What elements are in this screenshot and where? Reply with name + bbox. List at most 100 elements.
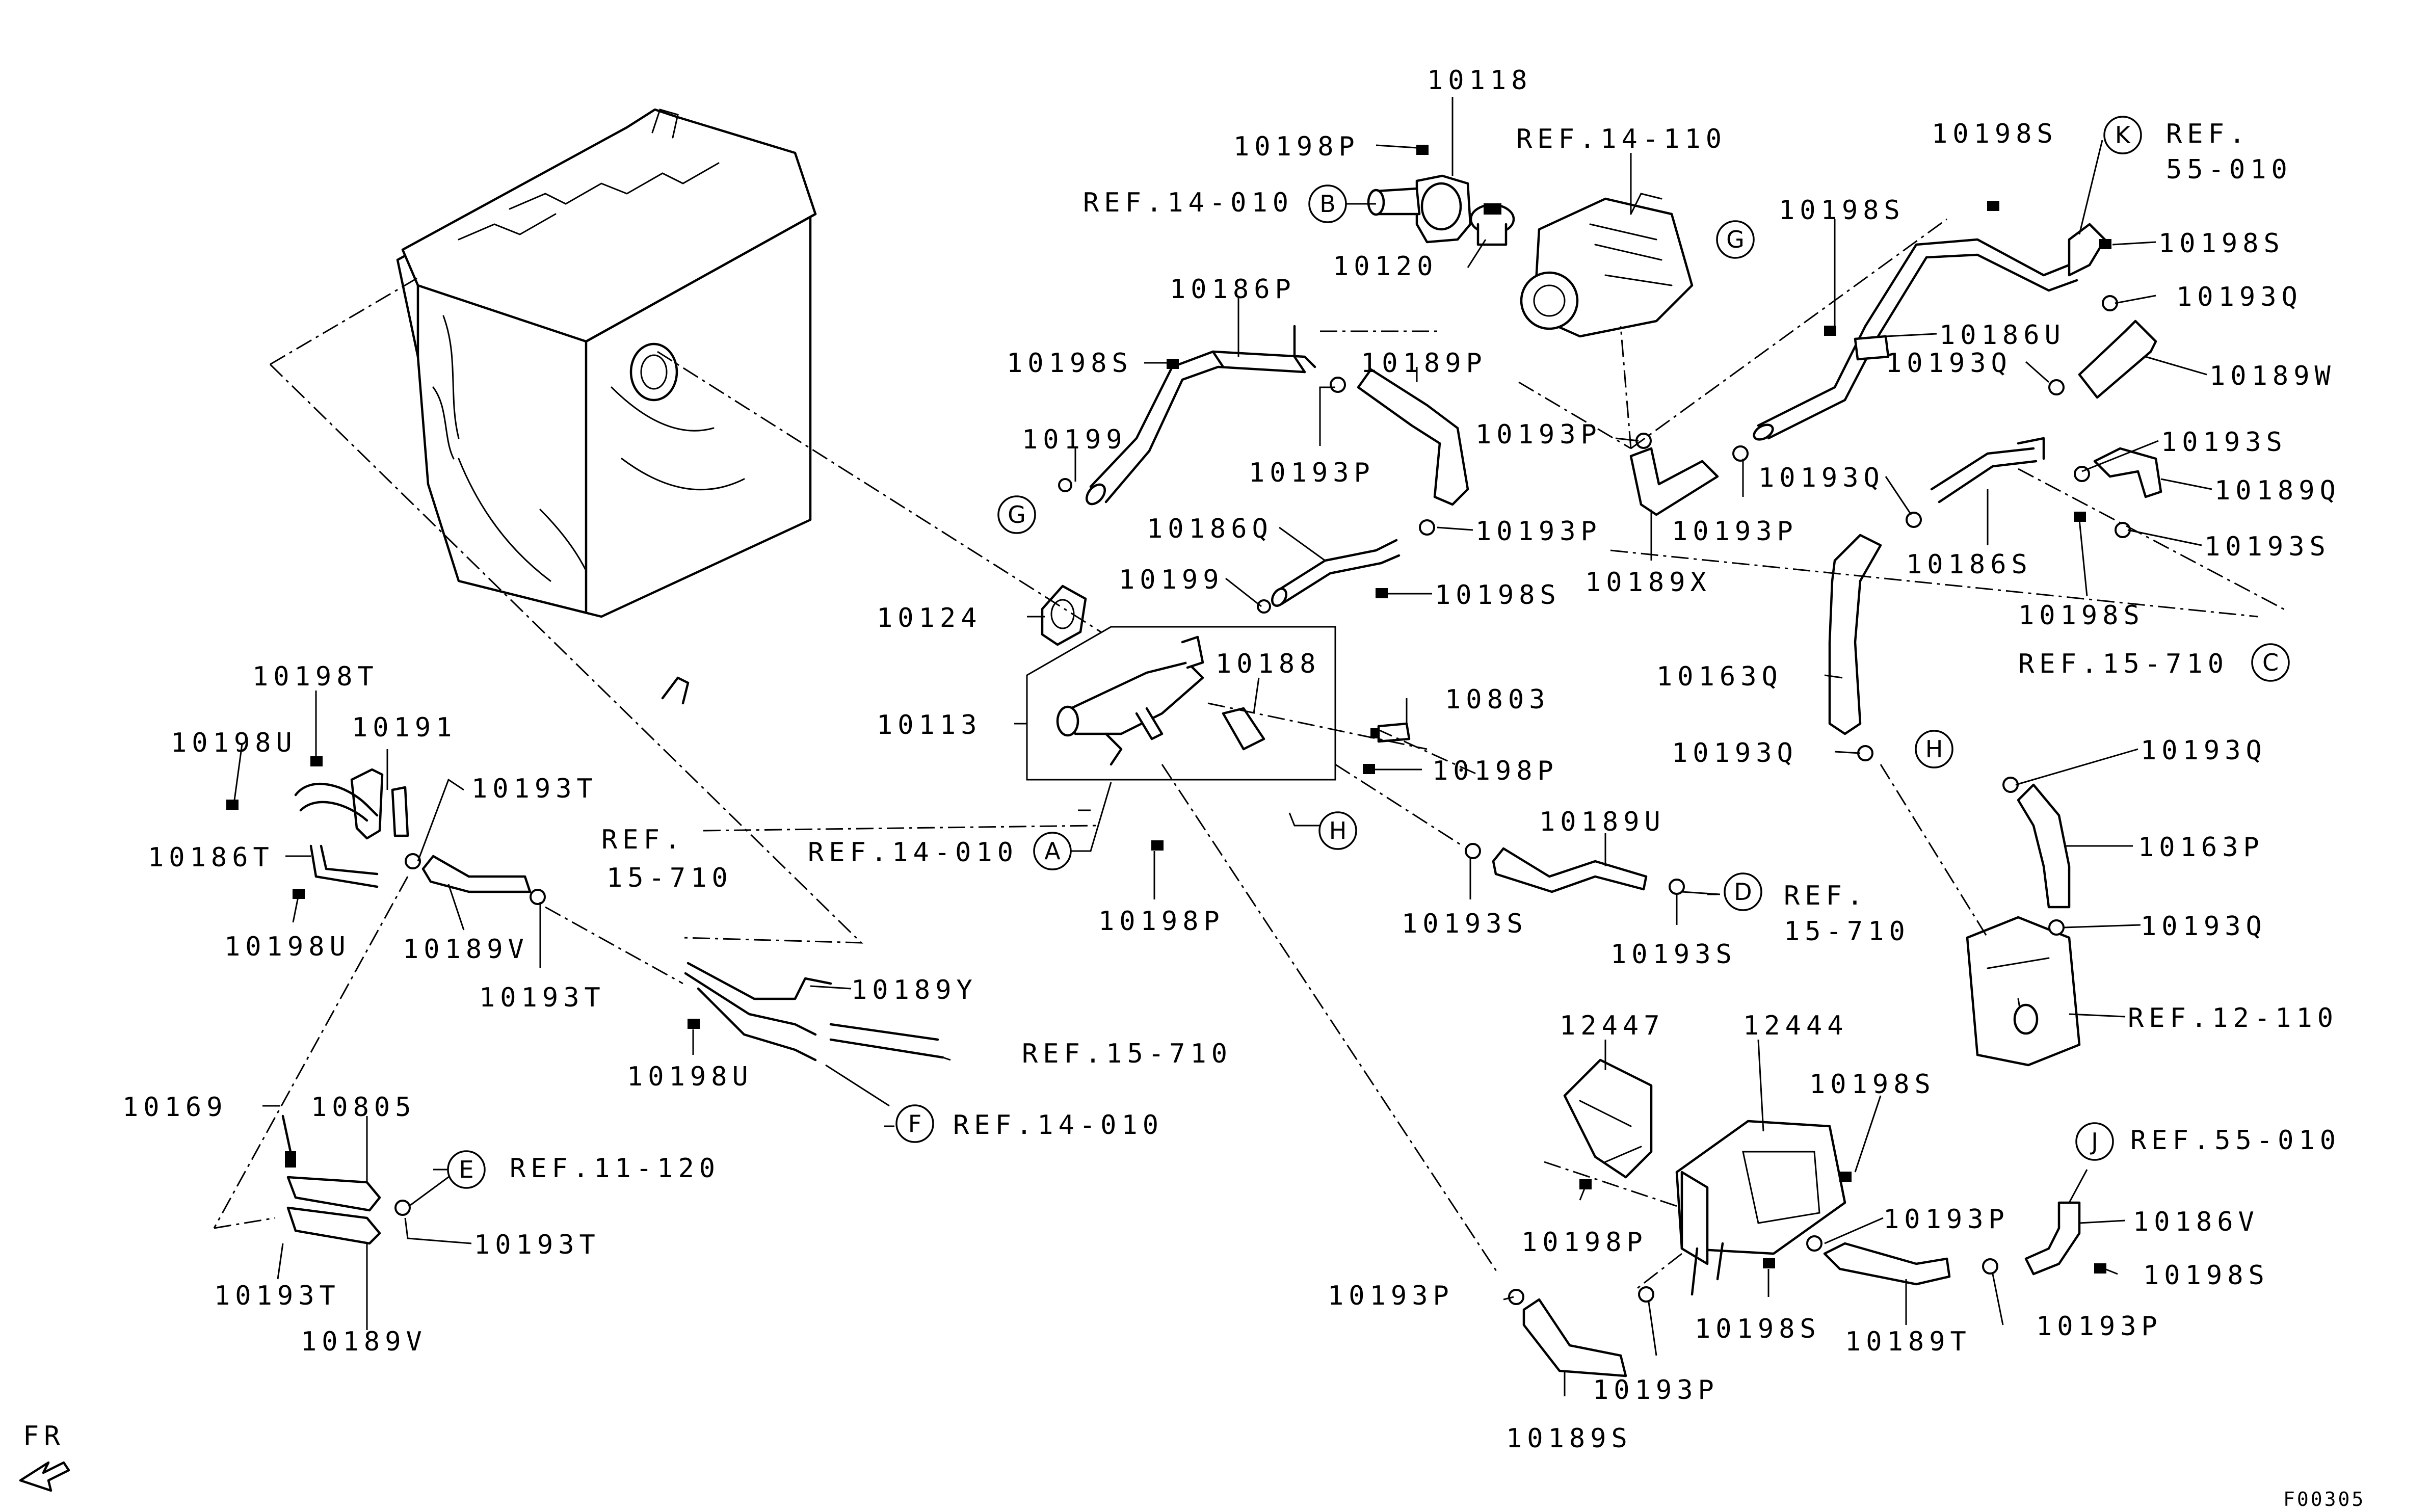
water-hose-10189S: [1522, 1298, 1627, 1377]
sensor-10803: [1370, 722, 1411, 743]
callout-cF: F: [895, 1104, 934, 1143]
part-labels: 10118 10198P REF.14-010 10120 REF.14-110 1018…: [122, 65, 2341, 1454]
callout-cE: E: [447, 1150, 486, 1189]
part-label-l21: REF.: [2166, 119, 2250, 149]
part-label-l74: 10198S: [1809, 1069, 1936, 1100]
thermostat-10120: [1469, 203, 1515, 246]
part-label-l49: 10193S: [1610, 939, 1737, 970]
water-hose-10805-10189V-lower: [281, 1115, 381, 1245]
part-label-l33: REF.15-710: [2018, 649, 2229, 679]
water-hose-10189T: [1823, 1242, 1951, 1286]
part-label-l18: 10198S: [1932, 119, 2058, 149]
part-label-l48: 10193S: [1402, 909, 1528, 939]
part-label-l78: 10198S: [2143, 1260, 2269, 1291]
part-label-l3: REF.14-010: [1083, 188, 1293, 218]
direction-label: FR: [23, 1421, 65, 1451]
callout-letter: H: [1329, 817, 1347, 844]
water-bypass-pipe-10188: [1222, 707, 1265, 751]
part-label-l56: 10186T: [148, 842, 274, 873]
oil-cooler-12444: [1675, 1120, 1846, 1296]
part-label-l58: 10189V: [403, 934, 529, 965]
part-label-l11: 10186Q: [1147, 514, 1273, 544]
part-label-l57: 10198U: [224, 932, 351, 962]
part-label-l65: REF.14-010: [953, 1110, 1164, 1140]
water-outlet-fitting-10113: [1026, 626, 1336, 781]
part-label-l32: 10198S: [2018, 600, 2145, 631]
bracket-10191: [294, 768, 409, 840]
part-label-l41: 10188: [1216, 649, 1321, 679]
part-label-l9: 10189P: [1361, 348, 1487, 379]
part-label-l67: 10805: [311, 1092, 416, 1123]
callout-cH1: H: [1915, 730, 1953, 768]
part-label-l7: 10198S: [1007, 348, 1133, 379]
part-label-l26: 10193Q: [1886, 348, 2012, 379]
part-label-l24: 10193Q: [2176, 282, 2303, 312]
part-label-l30: 10186S: [1906, 549, 2032, 580]
callout-cC: C: [2251, 643, 2290, 682]
part-label-l5: REF.14-110: [1516, 124, 1727, 154]
water-hose-10189V-upper: [421, 855, 532, 893]
callout-cD: D: [1724, 872, 1762, 911]
part-label-l46: 10198P: [1098, 906, 1225, 937]
part-label-l22: 55-010: [2166, 154, 2292, 185]
callout-letter: E: [459, 1156, 473, 1183]
callout-cB: B: [1308, 184, 1347, 223]
callout-cH2: H: [1318, 811, 1357, 850]
callout-letter: A: [1044, 837, 1061, 865]
part-label-l47: 10189U: [1539, 807, 1666, 837]
part-label-l60: REF.: [601, 825, 685, 855]
part-label-l37: 10163P: [2138, 832, 2264, 863]
part-label-l75: REF.55-010: [2130, 1125, 2341, 1156]
part-label-l50: REF.: [1784, 881, 1868, 911]
callout-letter: H: [1925, 735, 1943, 763]
part-label-l38: 10193Q: [2141, 911, 2267, 942]
part-label-l82: 10189T: [1845, 1327, 1971, 1357]
part-label-l81: 10198S: [1695, 1314, 1821, 1344]
leader-lines: [233, 97, 2212, 1396]
part-label-l64: REF.15-710: [1022, 1039, 1232, 1069]
callout-letter: G: [1726, 226, 1745, 253]
front-direction-arrow-icon: [19, 1461, 70, 1492]
part-label-l39: REF.12-110: [2128, 1003, 2338, 1033]
part-label-l34: 10163Q: [1656, 661, 1783, 692]
water-hose-10189W: [2078, 320, 2157, 399]
part-label-l4: 10120: [1333, 251, 1438, 282]
part-label-l16: 10193P: [1672, 516, 1798, 547]
callout-letter: C: [2262, 649, 2279, 676]
part-label-l15: 10193P: [1475, 419, 1602, 450]
part-label-l53: 10198U: [171, 728, 297, 758]
part-label-l71: 10189V: [301, 1327, 427, 1357]
part-label-l1: 10118: [1427, 65, 1533, 96]
part-label-l28: 10193Q: [1758, 463, 1885, 493]
part-label-l19: 10198S: [1779, 195, 1905, 226]
callout-letter: F: [908, 1110, 921, 1137]
water-pump-ref-14-110: [1520, 193, 1694, 338]
callout-cJ: J: [2075, 1122, 2114, 1161]
part-label-l62: 10189Y: [851, 975, 978, 1005]
water-hose-10163Q: [1828, 534, 1882, 735]
part-label-l25: 10189W: [2209, 361, 2336, 391]
oil-filter-ref-12-110: [1966, 916, 2081, 1067]
part-label-l84: 10193P: [1593, 1375, 1719, 1405]
callout-cG1: G: [997, 495, 1036, 534]
part-label-l2: 10198P: [1233, 131, 1360, 162]
part-label-l73: 12444: [1743, 1011, 1848, 1041]
part-label-l52: 10198T: [252, 661, 379, 692]
callout-cA: A: [1033, 832, 1072, 870]
water-pipe-10186T: [309, 844, 379, 888]
part-label-l43: 10803: [1445, 684, 1550, 715]
water-hose-10163P: [2017, 783, 2071, 909]
part-label-l8: 10199: [1022, 425, 1127, 455]
water-pipe-10186P: [1086, 325, 1316, 506]
part-label-l85: 10189S: [1506, 1423, 1632, 1454]
part-label-l35: 10193Q: [1672, 738, 1798, 768]
bracket-12447: [1563, 1058, 1653, 1179]
callout-letter: G: [1008, 501, 1026, 528]
bolts: [226, 145, 2111, 1274]
water-hose-10189P: [1357, 368, 1469, 506]
part-label-l76: 10193P: [1883, 1204, 2010, 1235]
part-label-l45: REF.14-010: [808, 837, 1018, 868]
part-label-l79: 10198P: [1521, 1227, 1648, 1258]
water-pipe-10186Q: [1271, 539, 1401, 607]
